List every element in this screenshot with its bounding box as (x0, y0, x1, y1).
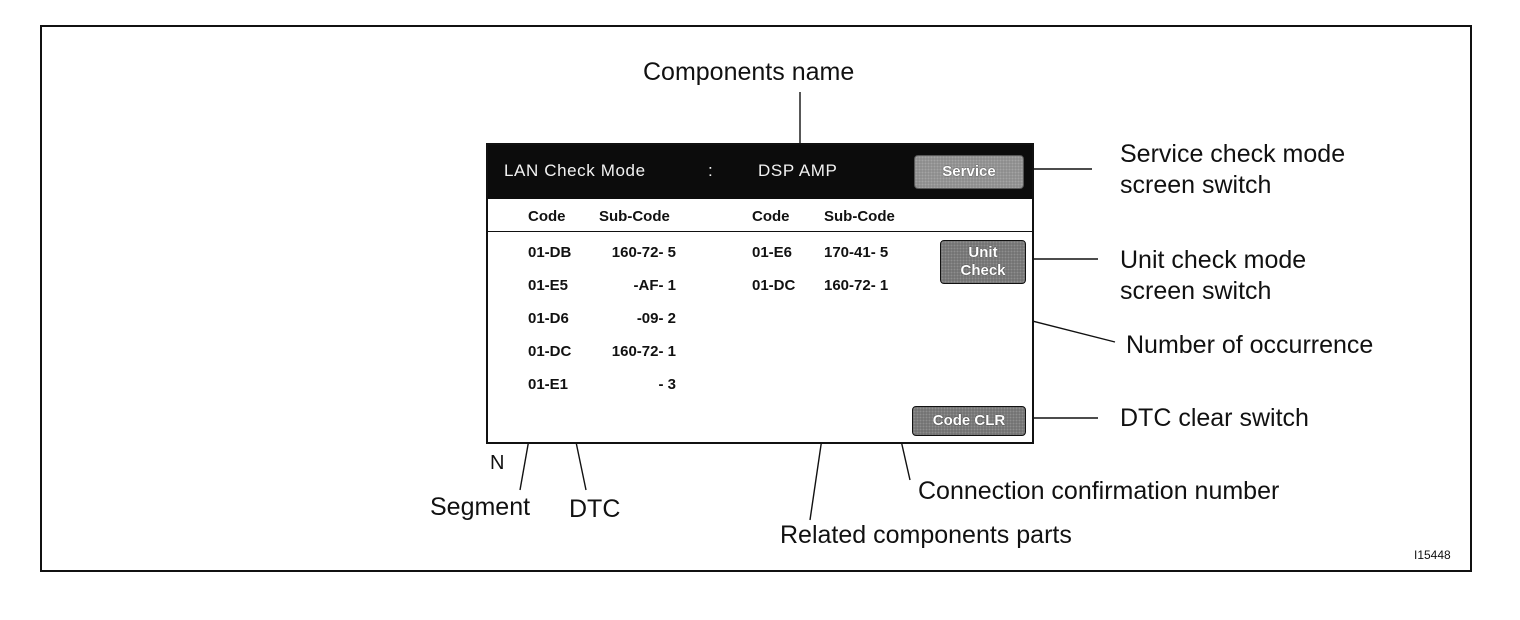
left-row-4-code: 01-DC (528, 343, 572, 360)
screen-title: LAN Check Mode (504, 161, 646, 180)
lan-check-screen: LAN Check Mode : DSP AMP Service Code Su… (486, 143, 1034, 444)
callout-unit-line1: Unit check mode (1120, 246, 1307, 274)
callout-components-name: Components name (643, 58, 855, 86)
right-code-header: Code (752, 208, 790, 225)
callout-dtc: DTC (569, 495, 621, 523)
left-row-5-sub: - 3 (658, 376, 676, 393)
left-subcode-header: Sub-Code (599, 208, 670, 225)
left-row-4-sub: 160-72- 1 (611, 343, 676, 360)
component-name: DSP AMP (758, 161, 838, 180)
left-row-2-sub: -AF- 1 (633, 277, 677, 294)
right-row-1-code: 01-E6 (752, 244, 793, 261)
callout-connection: Connection confirmation number (918, 477, 1280, 505)
unit-check-line2: Check (960, 262, 1006, 279)
right-row-2-sub: 160-72- 1 (824, 277, 889, 294)
figure-frame (40, 25, 1472, 572)
callout-dtc-clear: DTC clear switch (1120, 404, 1309, 432)
left-row-2-code: 01-E5 (528, 277, 569, 294)
screen-header: LAN Check Mode : DSP AMP Service (488, 145, 1032, 199)
right-subcode-header: Sub-Code (824, 208, 895, 225)
callout-service-line1: Service check mode (1120, 140, 1346, 168)
left-row-1-code: 01-DB (528, 244, 572, 261)
code-clear-button[interactable]: Code CLR (912, 406, 1026, 436)
callout-occurrence: Number of occurrence (1126, 331, 1374, 359)
n-label: N (490, 452, 505, 474)
unit-check-button[interactable]: Unit Check (940, 240, 1026, 284)
screen-separator: : (708, 161, 714, 180)
left-row-3-sub: -09- 2 (636, 310, 676, 327)
left-row-3-code: 01-D6 (528, 310, 569, 327)
left-row-1-sub: 160-72- 5 (611, 244, 676, 261)
column-headers: Code Sub-Code Code Sub-Code (488, 199, 1032, 232)
right-row-2-code: 01-DC (752, 277, 796, 294)
callout-service-line2: screen switch (1120, 171, 1272, 199)
service-button[interactable]: Service (914, 155, 1024, 189)
callout-segment: Segment (430, 493, 531, 521)
callout-related: Related components parts (780, 521, 1072, 549)
callout-unit-line2: screen switch (1120, 277, 1272, 305)
left-code-header: Code (528, 208, 566, 225)
figure-id: I15448 (1414, 548, 1451, 562)
unit-check-line1: Unit (968, 244, 998, 261)
right-row-1-sub: 170-41- 5 (824, 244, 889, 261)
left-row-5-code: 01-E1 (528, 376, 569, 393)
